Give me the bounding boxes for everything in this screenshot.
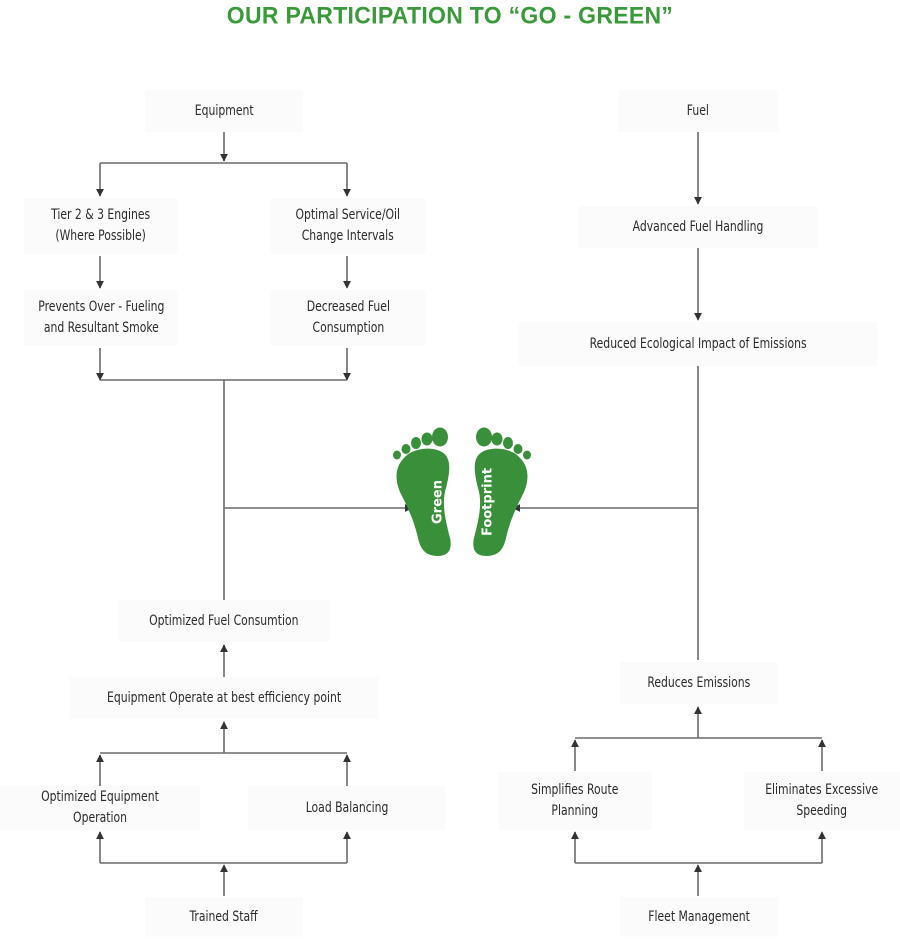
excessive-speeding-node: Eliminates Excessive Speeding — [744, 772, 900, 830]
page-title: OUR PARTICIPATION TO “GO - GREEN” — [226, 1, 674, 29]
node-label: Eliminates Excessive Speeding — [765, 782, 879, 819]
node-label: Optimal Service/Oil Change Intervals — [295, 207, 401, 244]
fleet-management-node: Fleet Management — [620, 897, 778, 937]
node-label: Trained Staff — [189, 908, 259, 925]
tier-engines-node: Tier 2 & 3 Engines (Where Possible) — [24, 198, 178, 254]
node-label: Prevents Over - Fueling and Resultant Sm… — [37, 299, 165, 336]
prevents-overfueling-node: Prevents Over - Fueling and Resultant Sm… — [24, 290, 178, 346]
best-efficiency-node: Equipment Operate at best efficiency poi… — [70, 677, 378, 719]
node-label: Load Balancing — [305, 799, 389, 816]
right-footprint-icon: Footprint — [473, 427, 531, 556]
optimized-equipment-operation-node: Optimized Equipment Operation — [0, 786, 200, 830]
node-label: Decreased Fuel Consumption — [306, 299, 390, 336]
advanced-fuel-handling-node: Advanced Fuel Handling — [578, 206, 818, 248]
node-label: Simplifies Route Planning — [531, 782, 619, 819]
left-foot-label: Green — [431, 480, 446, 524]
node-label: Fuel — [686, 102, 710, 119]
node-label: Fleet Management — [648, 908, 750, 925]
node-label: Advanced Fuel Handling — [632, 218, 764, 235]
route-planning-node: Simplifies Route Planning — [498, 772, 652, 830]
reduces-emissions-node: Reduces Emissions — [620, 662, 778, 704]
node-label: Reduced Ecological Impact of Emissions — [589, 335, 807, 352]
reduced-ecological-impact-node: Reduced Ecological Impact of Emissions — [518, 322, 878, 366]
node-label: Equipment — [194, 102, 254, 119]
left-footprint-icon: Green — [393, 427, 451, 556]
load-balancing-node: Load Balancing — [248, 786, 446, 830]
fuel-node: Fuel — [618, 90, 778, 132]
node-label: Optimized Equipment Operation — [41, 789, 159, 826]
trained-staff-node: Trained Staff — [145, 897, 303, 937]
node-label: Tier 2 & 3 Engines (Where Possible) — [51, 207, 151, 244]
node-label: Reduces Emissions — [647, 674, 751, 691]
decreased-fuel-node: Decreased Fuel Consumption — [270, 290, 426, 346]
node-label: Optimized Fuel Consumtion — [149, 612, 299, 629]
equipment-node: Equipment — [145, 90, 303, 132]
optimized-fuel-consumption-node: Optimized Fuel Consumtion — [118, 600, 330, 642]
service-intervals-node: Optimal Service/Oil Change Intervals — [270, 198, 426, 254]
right-foot-label: Footprint — [481, 468, 496, 536]
node-label: Equipment Operate at best efficiency poi… — [106, 689, 342, 706]
